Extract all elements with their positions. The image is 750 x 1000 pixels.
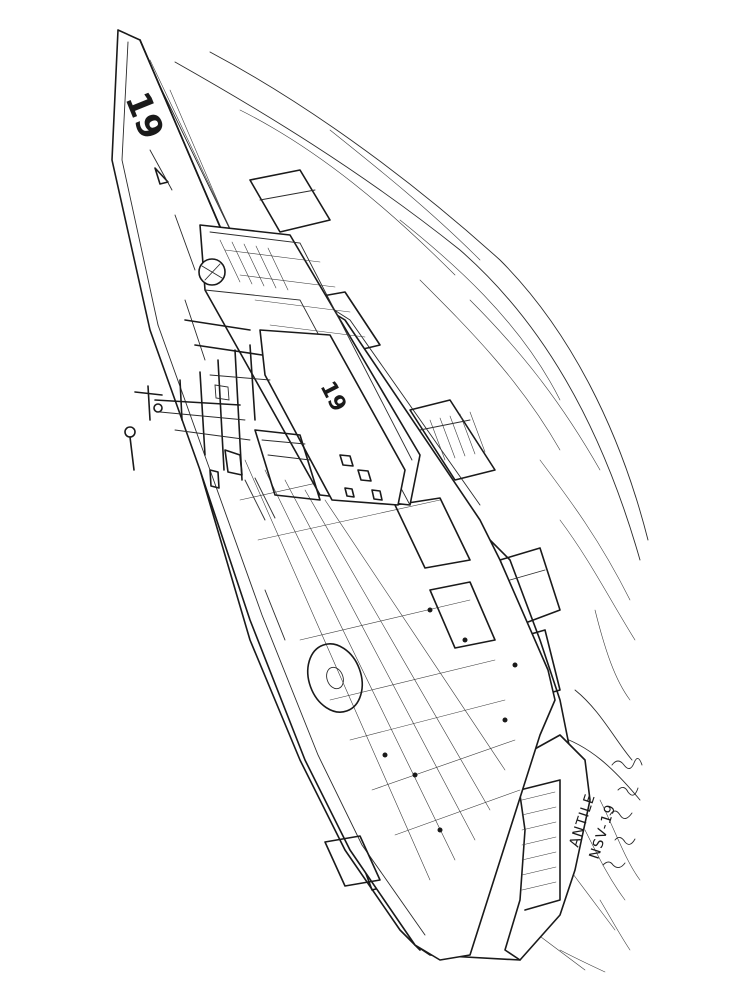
deck-markers xyxy=(382,607,518,833)
radome xyxy=(198,258,226,286)
mast-cluster xyxy=(124,319,271,489)
helipad-marking xyxy=(306,643,364,713)
island-superstructure: 19 xyxy=(124,224,421,521)
